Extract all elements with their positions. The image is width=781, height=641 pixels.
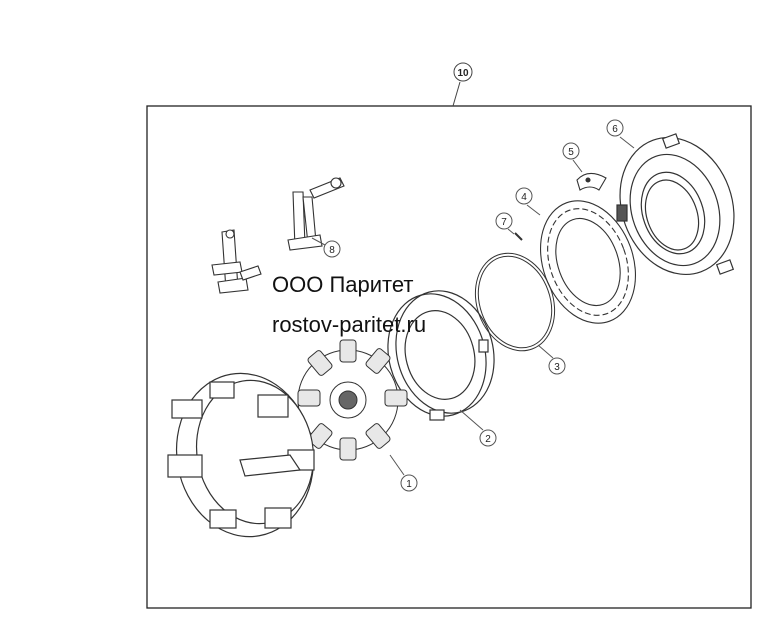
clutch-disc-part <box>297 339 408 461</box>
callout-10: 10 <box>452 62 473 107</box>
watermark-site: rostov-paritet.ru <box>272 312 427 337</box>
lever-small-part <box>211 229 262 294</box>
diagram-frame <box>146 105 752 609</box>
callout-3: 3 <box>537 344 566 375</box>
svg-text:7: 7 <box>501 217 507 228</box>
callout-5: 5 <box>562 142 583 173</box>
callout-8: 8 <box>311 237 341 258</box>
pressure-plate-part <box>387 290 495 421</box>
svg-text:1: 1 <box>406 479 412 490</box>
lever-part <box>287 177 345 251</box>
clutch-housing-part <box>167 372 315 538</box>
svg-text:8: 8 <box>329 245 335 256</box>
callout-7: 7 <box>495 212 515 235</box>
ring-part <box>474 252 556 352</box>
cover-plate-part <box>616 133 735 276</box>
svg-text:10: 10 <box>457 68 469 79</box>
svg-text:3: 3 <box>554 362 560 373</box>
watermark-company: ООО Паритет <box>272 272 414 297</box>
svg-text:6: 6 <box>612 124 618 135</box>
friction-plate-part <box>539 200 637 324</box>
svg-text:5: 5 <box>568 147 574 158</box>
callout-6: 6 <box>606 119 635 149</box>
pin-part <box>514 232 523 241</box>
callout-4: 4 <box>515 187 541 216</box>
svg-text:2: 2 <box>485 434 491 445</box>
callout-1: 1 <box>389 454 418 492</box>
clip-part <box>576 172 607 191</box>
callout-2: 2 <box>459 409 497 447</box>
svg-text:4: 4 <box>521 192 527 203</box>
